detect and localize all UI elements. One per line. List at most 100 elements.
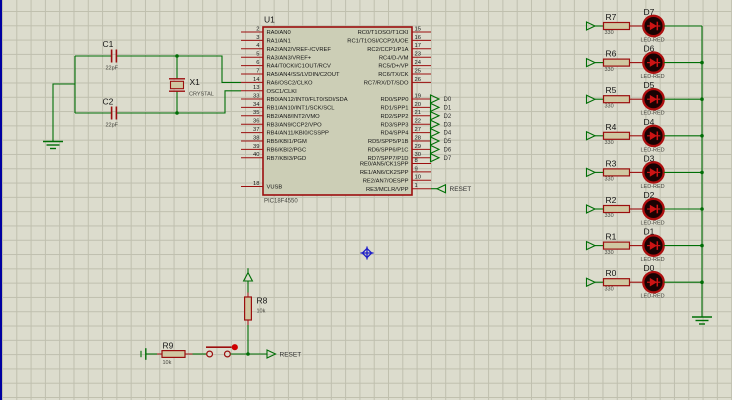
terminal-icon[interactable] [429,94,441,104]
terminal-icon[interactable] [266,349,277,359]
pin-number: 40 [253,152,259,158]
output-terminal[interactable]: D2 [429,110,452,121]
terminal-icon[interactable] [429,110,441,121]
ic-u1[interactable]: U1PIC18F45502RA0/AN03RA1/AN14RA2/AN2/VRE… [241,15,431,205]
terminal-icon[interactable] [435,183,447,194]
terminal-icon[interactable] [429,152,441,163]
resistor-body [244,296,253,321]
net-label: D3 [444,122,452,128]
pin-number: 21 [415,110,421,116]
pin-label: RB3/AN9/CCP2/VPO [267,122,323,128]
pin-number: 39 [253,144,259,150]
terminal-icon[interactable] [429,102,441,113]
component-value: 330 [605,103,614,109]
terminal-icon[interactable] [429,127,441,138]
pin-label: RE2/AN7/OESPP [363,178,409,184]
push-button[interactable] [206,344,238,358]
pin-number: 36 [253,119,259,125]
component-ref: R4 [606,122,617,132]
wire[interactable] [116,55,241,83]
resistor-body [602,241,631,250]
ground-terminal-r9[interactable] [140,348,147,360]
pin-number: 16 [415,35,421,41]
component-ref: R9 [163,341,174,351]
component-value: 10k [163,360,172,366]
net-label: RESET [280,352,302,359]
output-terminal[interactable]: D3 [429,119,452,130]
output-terminal[interactable]: D1 [429,102,452,113]
component-value: 330 [605,250,614,256]
origin-diamond [361,247,373,259]
output-terminal[interactable]: D6 [429,144,452,155]
wire[interactable] [116,90,241,114]
output-terminal[interactable]: D5 [429,136,452,146]
input-terminal[interactable] [585,130,597,141]
component-ref: R0 [606,268,617,278]
reset-terminal[interactable]: RESET [266,349,302,359]
input-terminal[interactable] [585,57,597,68]
ground-terminal[interactable] [692,316,712,325]
resistor-r9[interactable]: R9 10k [161,341,186,366]
pin-number: 20 [415,102,421,108]
pin-number: 2 [256,26,259,32]
component-ref: D5 [644,80,655,90]
pin-label: RB7/KBI3/PGD [267,156,307,162]
pin-number: 35 [253,110,259,116]
power-terminal[interactable] [242,268,254,282]
pin-label: RB1/AN10/INT1/SCK/SCL [267,106,336,112]
terminal-icon[interactable] [429,136,441,146]
component-ref: D1 [644,227,655,237]
pin-number: 23 [415,52,421,58]
pin-number: 18 [253,181,259,187]
input-terminal[interactable] [585,94,597,105]
input-terminal[interactable] [585,167,597,178]
pin-number: 30 [415,152,421,158]
terminal-icon[interactable] [429,144,441,155]
input-terminal[interactable] [585,204,597,214]
pin-label: OSC1/CLKI [267,89,298,95]
input-terminal[interactable] [585,21,597,31]
pin-label: RB5/KBI1/PGM [267,139,307,145]
pin-label: RC7/RX/DT/SDO [364,81,409,87]
net-label: D1 [444,106,452,112]
output-terminal[interactable]: D0 [429,94,452,104]
terminal-icon[interactable] [429,119,441,130]
led-symbol [649,168,657,177]
junction-dot [175,111,179,115]
input-terminal[interactable] [585,277,597,288]
pin-number: 3 [256,35,259,41]
component-value: LED-RED [641,74,665,80]
ground-terminal[interactable] [43,83,75,150]
output-terminal[interactable]: D4 [429,127,452,138]
component-value: 330 [605,213,614,219]
input-terminal[interactable] [585,240,597,251]
component-value: LED-RED [641,147,665,153]
pin-label: RC5/D+/VP [378,64,408,70]
reset-terminal-ic[interactable]: RESET [435,183,471,194]
resistor-body [602,278,631,287]
output-terminal[interactable]: D7 [429,152,452,163]
component-ref: C2 [103,97,114,107]
